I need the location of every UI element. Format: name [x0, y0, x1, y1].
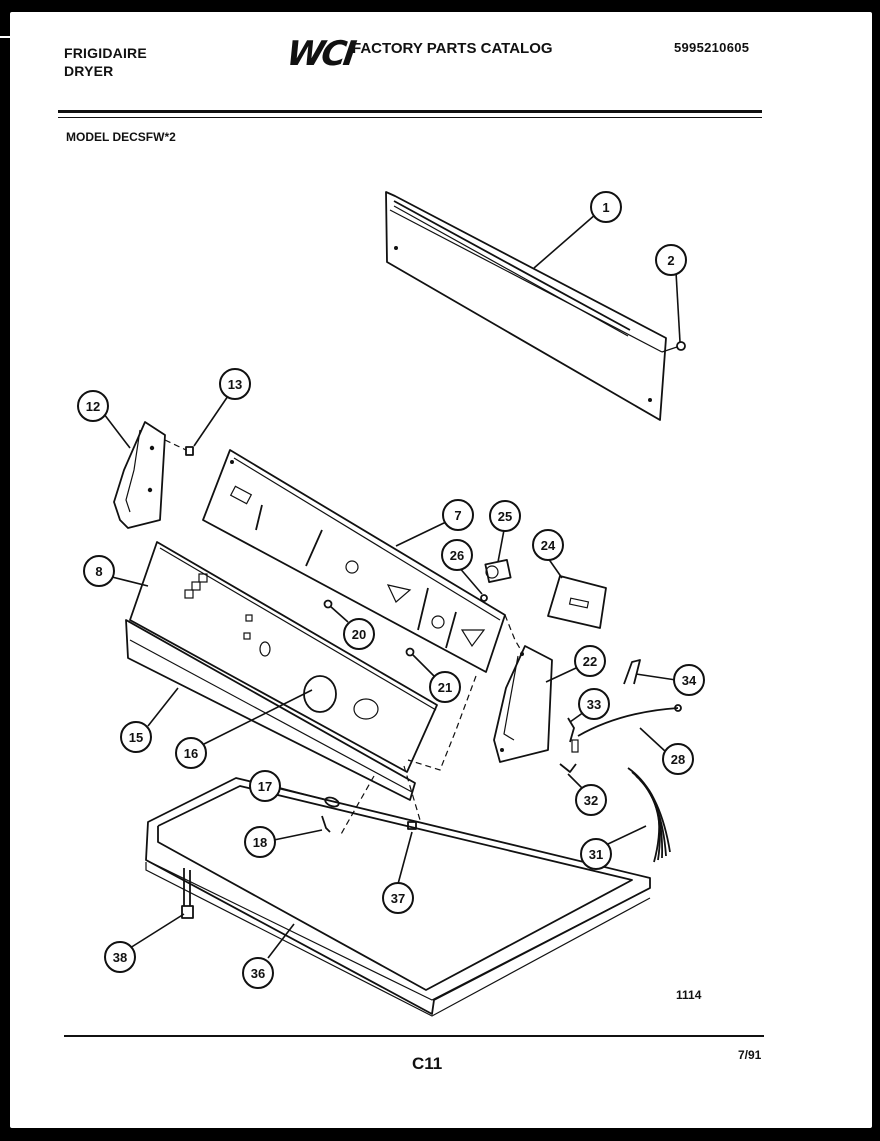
- svg-text:20: 20: [352, 627, 366, 642]
- crop-mark: [0, 36, 14, 38]
- revision-date: 7/91: [738, 1048, 762, 1062]
- leader-lines: [103, 213, 681, 959]
- callout-16: 16: [175, 737, 207, 769]
- part-32-terminal: [559, 739, 579, 773]
- svg-text:24: 24: [541, 538, 556, 553]
- part-31-wire-bundle: [627, 767, 671, 863]
- model-number: MODEL DECSFW*2: [66, 130, 176, 144]
- footer-rule: [64, 1035, 764, 1037]
- svg-text:36: 36: [251, 966, 265, 981]
- callout-22: 22: [574, 645, 606, 677]
- svg-text:21: 21: [438, 680, 452, 695]
- part-28-wire-harness: [577, 707, 679, 737]
- svg-text:28: 28: [671, 752, 685, 767]
- svg-text:26: 26: [450, 548, 464, 563]
- part-25-switch: [484, 559, 512, 583]
- part-15-trim-strip: [125, 619, 421, 837]
- part-24-timer: [547, 575, 607, 629]
- svg-text:7: 7: [454, 508, 461, 523]
- callout-13: 13: [219, 368, 251, 400]
- part-21-screw: [405, 647, 415, 657]
- part-12-end-bracket: [113, 421, 166, 529]
- callout-12: 12: [77, 390, 109, 422]
- svg-text:2: 2: [667, 253, 674, 268]
- callout-17: 17: [249, 770, 281, 802]
- svg-text:32: 32: [584, 793, 598, 808]
- svg-text:13: 13: [228, 377, 242, 392]
- callout-2: 2: [655, 244, 687, 276]
- callout-24: 24: [532, 529, 564, 561]
- part-26-nut: [480, 594, 488, 602]
- header-rule-thick: [58, 110, 762, 113]
- callout-31: 31: [580, 838, 612, 870]
- callout-36: 36: [242, 957, 274, 989]
- catalog-title: FACTORY PARTS CATALOG: [352, 40, 553, 57]
- svg-text:16: 16: [184, 746, 198, 761]
- callout-21: 21: [429, 671, 461, 703]
- svg-text:22: 22: [583, 654, 597, 669]
- part-13-clip: [164, 439, 194, 456]
- svg-text:34: 34: [682, 673, 697, 688]
- svg-text:25: 25: [498, 509, 512, 524]
- part-38-foot-clip: [181, 868, 194, 919]
- part-8-console-front: [129, 541, 438, 773]
- callout-25: 25: [489, 500, 521, 532]
- part-2-screw: [661, 341, 686, 353]
- figure-code: 1114: [676, 988, 702, 1002]
- part-34-clip: [623, 659, 641, 685]
- callout-8: 8: [83, 555, 115, 587]
- callout-37: 37: [382, 882, 414, 914]
- callout-26: 26: [441, 539, 473, 571]
- callout-33: 33: [578, 688, 610, 720]
- svg-text:1: 1: [602, 200, 609, 215]
- callout-1: 1: [590, 191, 622, 223]
- product-type: DRYER: [64, 63, 114, 79]
- callout-34: 34: [673, 664, 705, 696]
- svg-text:8: 8: [95, 564, 102, 579]
- callout-15: 15: [120, 721, 152, 753]
- svg-text:33: 33: [587, 697, 601, 712]
- svg-text:18: 18: [253, 835, 267, 850]
- part-22-end-cap: [493, 645, 553, 763]
- svg-text:31: 31: [589, 847, 603, 862]
- catalog-number: 5995210605: [674, 40, 750, 55]
- svg-text:17: 17: [258, 779, 272, 794]
- callout-28: 28: [662, 743, 694, 775]
- part-7-control-panel: [202, 449, 506, 673]
- callout-38: 38: [104, 941, 136, 973]
- callout-20: 20: [343, 618, 375, 650]
- callout-32: 32: [575, 784, 607, 816]
- svg-text:38: 38: [113, 950, 127, 965]
- svg-text:37: 37: [391, 891, 405, 906]
- part-18-screw: [321, 815, 331, 833]
- callout-18: 18: [244, 826, 276, 858]
- svg-text:12: 12: [86, 399, 100, 414]
- header-rule-thin: [58, 117, 762, 118]
- part-1-rear-panel: [385, 191, 667, 421]
- brand-block: FRIGIDAIRE DRYER: [64, 44, 147, 80]
- svg-text:15: 15: [129, 730, 143, 745]
- page-label: C11: [412, 1054, 443, 1073]
- part-20-screw: [323, 599, 333, 609]
- catalog-page: [10, 12, 872, 1128]
- callout-7: 7: [442, 499, 474, 531]
- brand-name: FRIGIDAIRE: [64, 45, 147, 61]
